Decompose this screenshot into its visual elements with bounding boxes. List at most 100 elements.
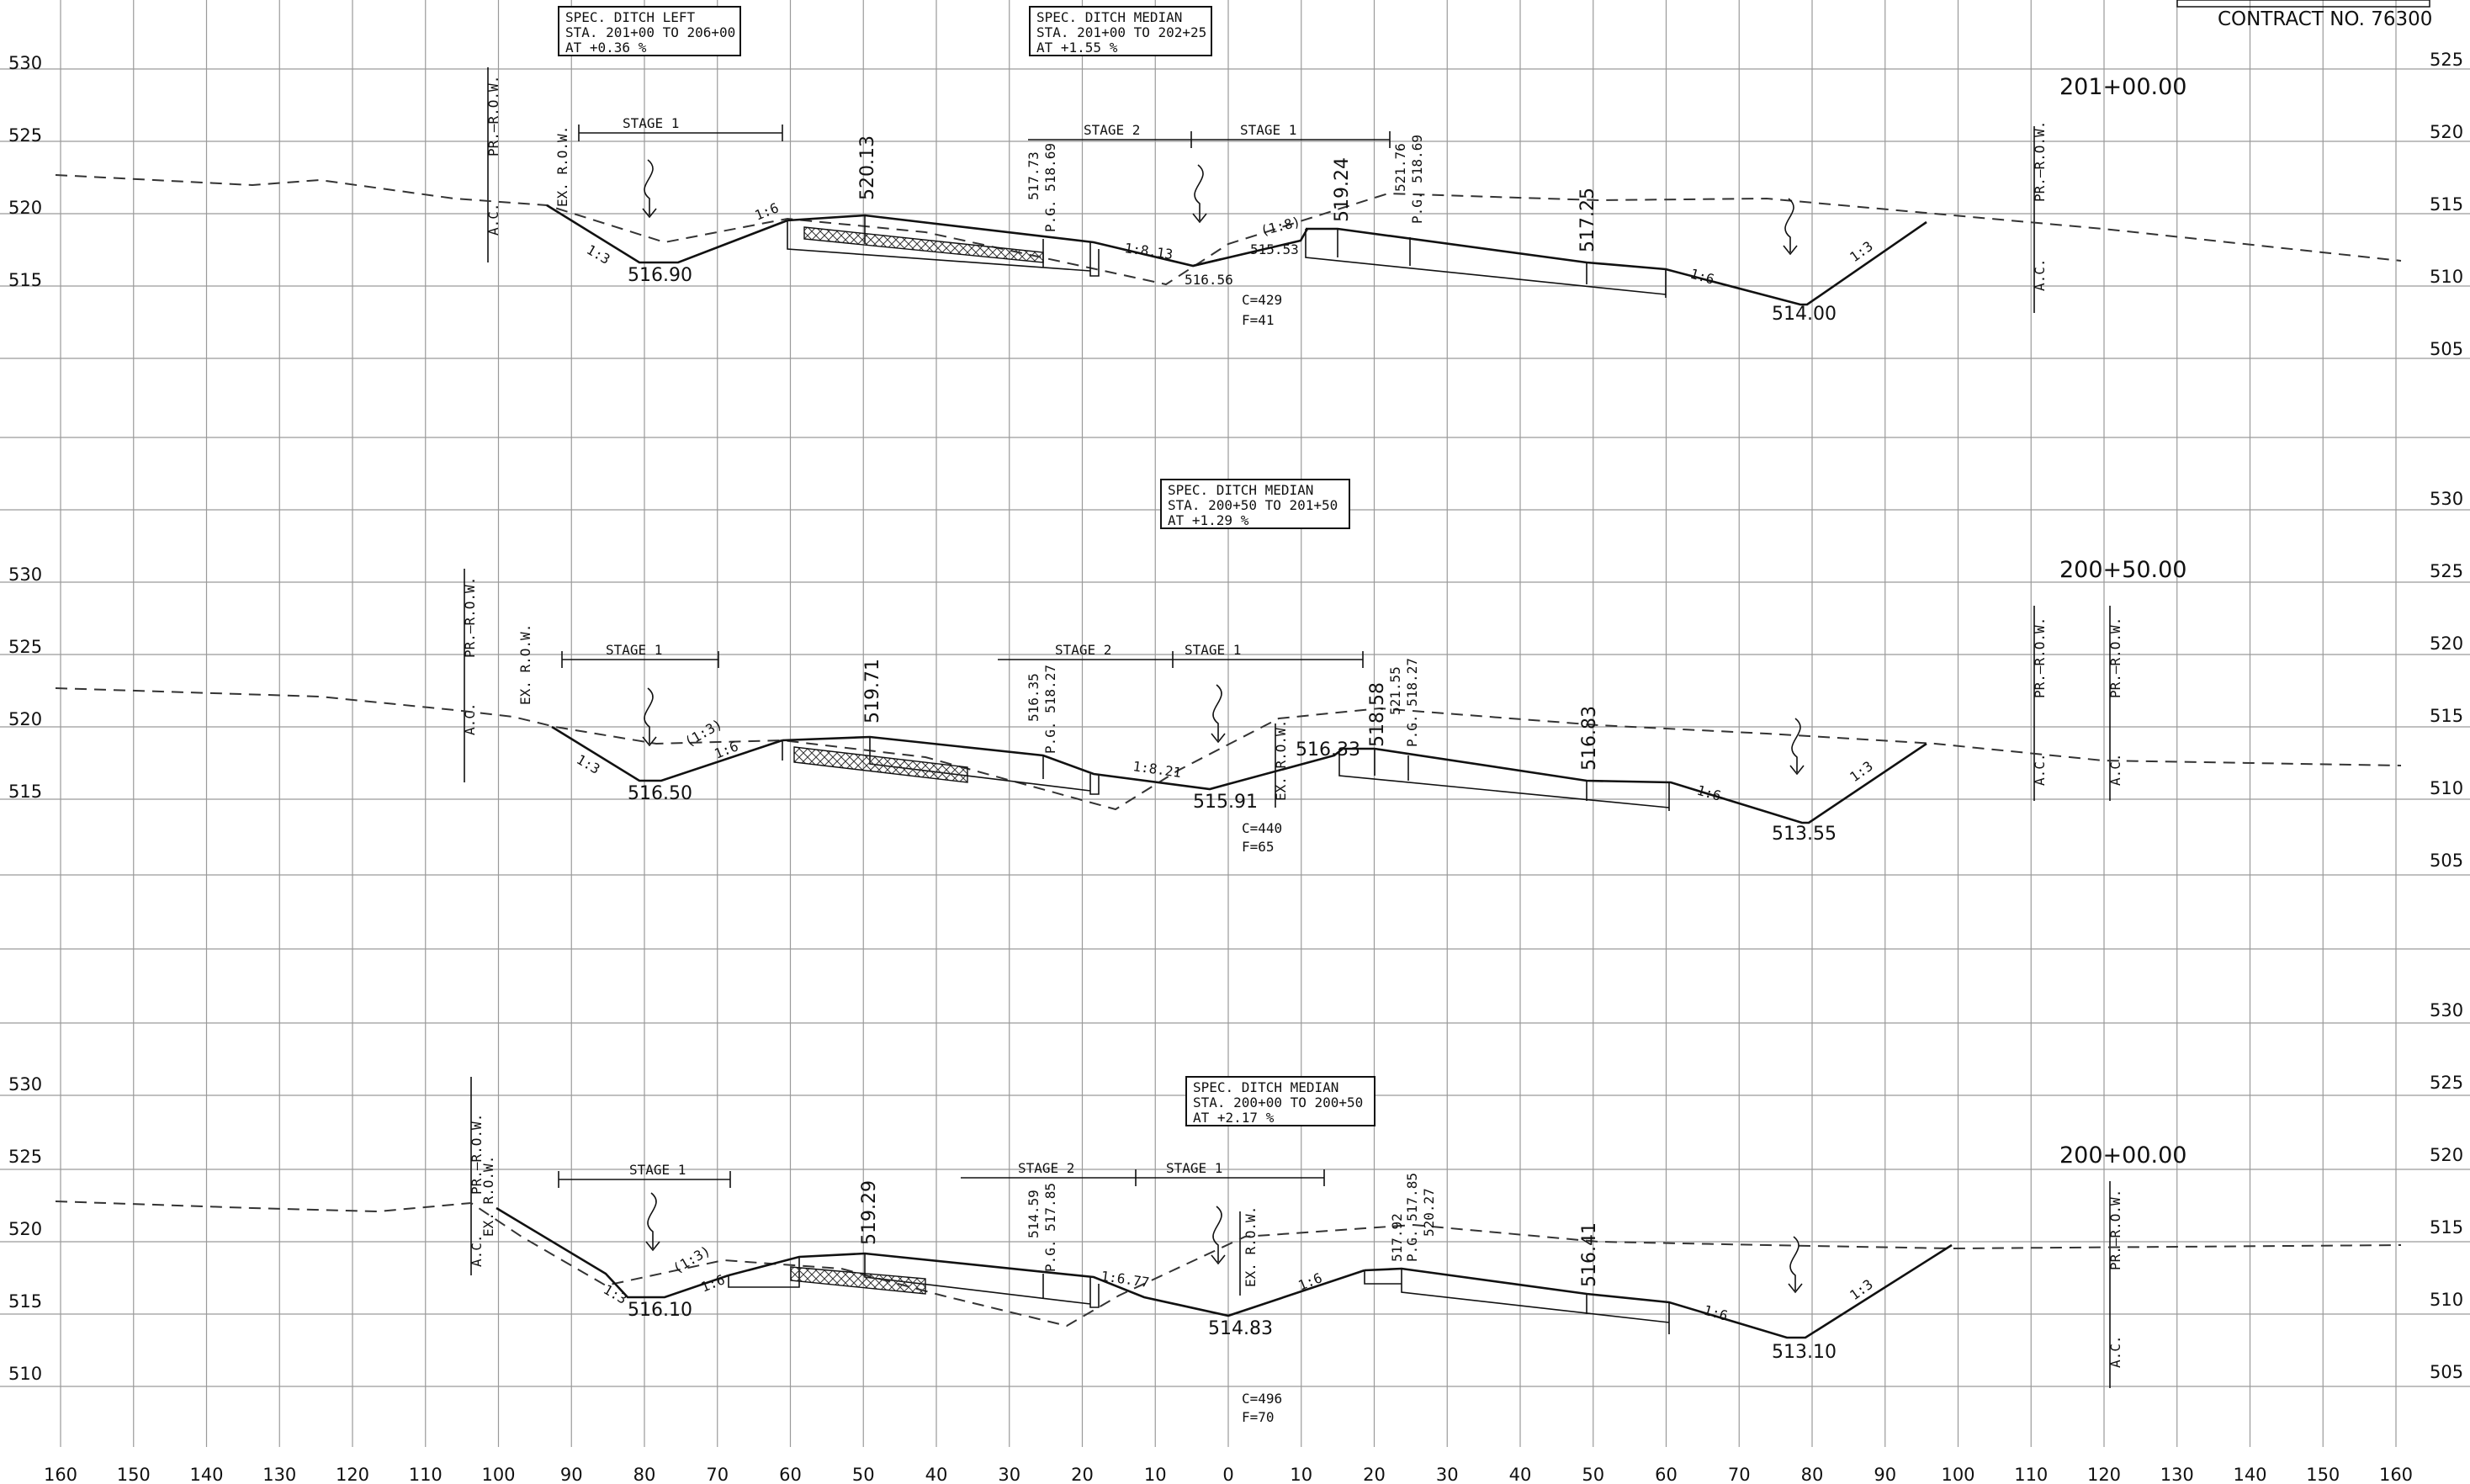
- stage-label: STAGE 2: [1055, 642, 1111, 658]
- x-tick-label: 160: [44, 1465, 77, 1484]
- elevation-label-left: 525: [8, 1147, 42, 1167]
- elevation-label-left: 520: [8, 1219, 42, 1239]
- elev-pg-left-a: 514.59: [1026, 1190, 1042, 1238]
- elev-edge-left: 519.71: [862, 659, 883, 723]
- x-tick-label: 50: [852, 1465, 875, 1484]
- section-200-50: 200+50.00 SPEC. DITCH MEDIAN STA. 200+50…: [55, 479, 2402, 855]
- stage-arrows: [558, 1169, 1325, 1188]
- elevation-label-right: 505: [2430, 339, 2463, 359]
- elev-pg-left-b: P.G. 518.69: [1042, 143, 1058, 232]
- stage-arrows: [578, 125, 1391, 148]
- x-tick-label: 130: [262, 1465, 296, 1484]
- elevation-label-right: 505: [2430, 1362, 2463, 1382]
- pr-row-label: PR.—R.O.W.: [2032, 617, 2048, 698]
- station-label: 200+00.00: [2059, 1142, 2186, 1169]
- elev-median-b: 515.53: [1250, 241, 1299, 257]
- slope-label: 1:3: [1847, 1276, 1876, 1303]
- flow-arrow-icon: [1211, 684, 1226, 744]
- elevation-labels: 5305255205155255205155105055305255205155…: [8, 50, 2463, 1384]
- hatch-left: [803, 226, 1044, 263]
- elevation-label-left: 530: [8, 1074, 42, 1094]
- flow-arrow-icon: [1789, 718, 1805, 776]
- cut-value: C=496: [1242, 1391, 1282, 1407]
- note-ditch-median: SPEC. DITCH MEDIAN STA. 200+50 TO 201+50…: [1160, 479, 1350, 529]
- station-label: 200+50.00: [2059, 557, 2186, 583]
- stage-label: STAGE 1: [606, 642, 662, 658]
- x-tick-label: 140: [189, 1465, 223, 1484]
- x-tick-label: 70: [1728, 1465, 1751, 1484]
- slope-label: (1:3): [671, 1243, 713, 1277]
- elevation-label-right: 515: [2430, 1217, 2463, 1238]
- note-line: AT +2.17 %: [1193, 1110, 1275, 1126]
- stage-label: STAGE 2: [1018, 1160, 1074, 1176]
- slope-label: 1:6: [1296, 1269, 1324, 1293]
- x-tick-label: 10: [1144, 1465, 1167, 1484]
- slope-label: 1:6: [752, 199, 781, 223]
- elevation-label-left: 515: [8, 1291, 42, 1312]
- stage-label: STAGE 2: [1084, 122, 1140, 138]
- note-line: AT +1.55 %: [1036, 40, 1118, 56]
- elev-pg-left-b: P.G. 517.85: [1042, 1183, 1058, 1272]
- ac-label: A.C.: [2032, 753, 2048, 786]
- flow-arrow-icon: [642, 687, 657, 747]
- pavement-right: [1339, 742, 1927, 824]
- existing-ground-line: [55, 687, 2402, 811]
- slope-label: 1:8.21: [1132, 758, 1182, 781]
- x-tick-label: 0: [1222, 1465, 1233, 1484]
- elev-ditch-right: 514.00: [1772, 304, 1837, 325]
- note-line: STA. 200+00 TO 200+50: [1193, 1094, 1363, 1110]
- elevation-label-left: 525: [8, 125, 42, 146]
- ex-row-label: EX. R.O.W.: [1273, 720, 1289, 801]
- pr-row-label: PR.—R.O.W.: [2107, 617, 2123, 698]
- row-lines: [487, 67, 2035, 313]
- elev-pg-right-a: P.G. 517.85: [1404, 1173, 1420, 1262]
- elev-shoulder-right: 516.83: [1579, 706, 1600, 771]
- elevation-label-right: 510: [2430, 267, 2463, 287]
- elevation-label-right: 525: [2430, 50, 2463, 70]
- elevation-label-right: 505: [2430, 851, 2463, 871]
- slope-label: 1:3: [601, 1281, 630, 1307]
- x-tick-label: 20: [1071, 1465, 1094, 1484]
- ditch-left: [551, 725, 783, 782]
- pavement-right-edges: [1338, 749, 1670, 811]
- x-tick-label: 30: [1436, 1465, 1459, 1484]
- elev-pg-right-b: P.G. 518.69: [1409, 135, 1425, 224]
- ac-label: A.C.: [2032, 258, 2048, 291]
- median-bottom: [1192, 257, 1222, 268]
- x-tick-label: 80: [1801, 1465, 1824, 1484]
- flow-arrow-icon: [645, 1192, 660, 1252]
- elevation-label-left: 515: [8, 782, 42, 802]
- fill-value: F=65: [1242, 839, 1275, 855]
- note-line: STA. 201+00 TO 206+00: [565, 24, 735, 40]
- elev-pg-right-a: 521.55: [1387, 666, 1403, 715]
- pavement-right-edges: [1305, 229, 1667, 298]
- x-tick-label: 40: [925, 1465, 948, 1484]
- ac-label: A.C.: [469, 1234, 485, 1267]
- slope-label: 1:6: [1702, 1302, 1730, 1324]
- x-tick-label: 110: [2014, 1465, 2048, 1484]
- elev-edge-right: 517.92: [1389, 1213, 1405, 1262]
- x-tick-label: 80: [633, 1465, 656, 1484]
- pavement-right: [1306, 220, 1927, 306]
- note-line: SPEC. DITCH MEDIAN: [1168, 482, 1313, 498]
- note-line: SPEC. DITCH LEFT: [565, 9, 695, 25]
- elev-median-low: 516.56: [1185, 272, 1233, 288]
- elev-edge-right: 518.58: [1367, 682, 1388, 747]
- pavement-right-edges: [1364, 1269, 1670, 1334]
- pavement-left: [787, 214, 1309, 268]
- existing-ground-line: [55, 1200, 2402, 1328]
- stage-label: STAGE 1: [1185, 642, 1241, 658]
- note-ditch-left: SPEC. DITCH LEFT STA. 201+00 TO 206+00 A…: [558, 6, 741, 56]
- elev-pg-right-b: 520.27: [1421, 1188, 1437, 1237]
- elevation-label-right: 530: [2430, 1000, 2463, 1020]
- x-tick-label: 100: [481, 1465, 515, 1484]
- flow-arrow-icon: [642, 159, 657, 219]
- elevation-label-left: 530: [8, 564, 42, 585]
- x-tick-label: 120: [2087, 1465, 2121, 1484]
- elev-shoulder-right: 516.41: [1579, 1222, 1600, 1287]
- x-tick-label: 90: [560, 1465, 583, 1484]
- x-tick-label: 150: [117, 1465, 151, 1484]
- pr-row-label: PR.—R.O.W.: [469, 1114, 485, 1195]
- note-line: AT +0.36 %: [565, 40, 647, 56]
